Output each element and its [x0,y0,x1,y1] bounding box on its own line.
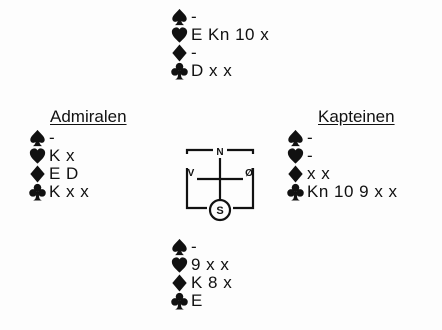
compass-diagram: N V Ø S [183,146,257,224]
south-spades-row: - [170,238,232,256]
spade-icon [170,238,189,256]
club-icon [170,292,189,310]
west-spades-row: - [28,129,89,147]
south-diamonds-row: K 8 x [170,274,232,292]
west-hearts-row: K x [28,147,89,165]
west-spades-holding: - [49,128,56,147]
north-spades-holding: - [191,7,198,26]
heart-icon [28,147,47,165]
east-diamonds-row: x x [286,165,398,183]
compass-east-label: Ø [245,168,253,179]
compass-west-label: V [188,168,195,179]
north-hand: - E Kn 10 x - D x x [170,8,269,80]
heart-icon [170,26,189,44]
east-spades-row: - [286,129,398,147]
diamond-icon [286,165,305,183]
east-spades-holding: - [307,128,314,147]
north-hearts-holding: E Kn 10 x [191,25,270,44]
south-hearts-row: 9 x x [170,256,232,274]
south-hand: - 9 x x K 8 x E [170,238,232,310]
east-hand: - - x x Kn 10 9 x x [286,129,398,201]
west-hand: - K x E D K x x [28,129,89,201]
north-clubs-row: D x x [170,62,269,80]
north-diamonds-row: - [170,44,269,62]
north-hearts-row: E Kn 10 x [170,26,269,44]
east-hearts-row: - [286,147,398,165]
south-clubs-holding: E [191,291,203,310]
west-player-name: Admiralen [50,107,127,126]
compass-south-label: S [216,205,223,217]
diamond-icon [28,165,47,183]
spade-icon [286,129,305,147]
south-hearts-holding: 9 x x [191,255,230,274]
heart-icon [170,256,189,274]
heart-icon [286,147,305,165]
diamond-icon [170,44,189,62]
east-diamonds-holding: x x [307,164,331,183]
club-icon [286,183,305,201]
club-icon [28,183,47,201]
east-hearts-holding: - [307,146,314,165]
north-spades-row: - [170,8,269,26]
east-player-name: Kapteinen [318,107,395,126]
west-clubs-holding: K x x [49,182,90,201]
north-diamonds-holding: - [191,43,198,62]
south-spades-holding: - [191,237,198,256]
west-hearts-holding: K x [49,146,76,165]
south-diamonds-holding: K 8 x [191,273,233,292]
club-icon [170,62,189,80]
west-diamonds-row: E D [28,165,89,183]
spade-icon [28,129,47,147]
diamond-icon [170,274,189,292]
west-diamonds-holding: E D [49,164,79,183]
east-clubs-row: Kn 10 9 x x [286,183,398,201]
north-clubs-holding: D x x [191,61,233,80]
south-clubs-row: E [170,292,232,310]
compass-north-label: N [216,147,223,158]
east-clubs-holding: Kn 10 9 x x [307,182,398,201]
spade-icon [170,8,189,26]
west-clubs-row: K x x [28,183,89,201]
